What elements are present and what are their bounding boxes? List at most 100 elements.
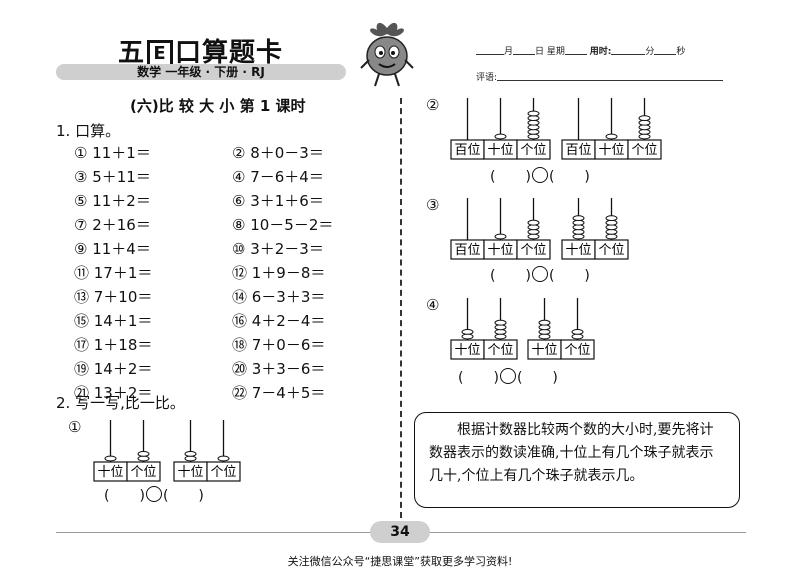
- equation: ⑪ 17＋1＝: [74, 264, 153, 282]
- abacus-bead: [572, 224, 585, 231]
- abacus-label: 十位: [97, 465, 123, 480]
- abacus-bead: [527, 229, 540, 235]
- abacus-1b: 十位个位: [173, 420, 241, 482]
- abacus-label: 个位: [631, 143, 657, 158]
- abacus-bead: [494, 333, 507, 340]
- compare-circle-4[interactable]: [499, 368, 516, 384]
- comment-line: 评语:: [476, 70, 724, 83]
- equation: ⑨ 11＋4＝: [74, 240, 151, 258]
- abacus-bead: [638, 115, 651, 122]
- abacus-bead: [538, 329, 551, 335]
- abacus-bead: [527, 110, 540, 117]
- brand-e-logo: E: [147, 40, 174, 68]
- abacus-bead: [527, 233, 540, 240]
- equation: ⑯ 4＋2－4＝: [232, 312, 326, 330]
- abacus-bead: [527, 219, 540, 226]
- equation: ⑧ 10－5－2＝: [232, 216, 334, 234]
- compare-circle-3[interactable]: [531, 266, 548, 282]
- abacus-bead: [527, 133, 540, 140]
- abacus-bead: [217, 455, 230, 462]
- compare-1: ()(): [104, 486, 204, 504]
- subtitle-bar: [56, 64, 346, 80]
- footnote: 关注微信公众号“捷思课堂”获取更多学习资料!: [287, 555, 513, 568]
- abacus-label: 个位: [210, 465, 236, 480]
- abacus-4b: 十位个位: [527, 298, 595, 360]
- equation: ⑫ 1＋9－8＝: [232, 264, 326, 282]
- abacus-cell: [594, 239, 629, 260]
- abacus-bead: [137, 455, 150, 462]
- abacus-bead: [605, 229, 618, 235]
- abacus-bead: [638, 119, 651, 126]
- abacus-cell: [206, 461, 241, 482]
- brand-post: 口算题卡: [175, 38, 284, 68]
- item-1-number: ①: [68, 418, 82, 436]
- abacus-2a: 百位十位个位: [450, 98, 551, 160]
- abacus-cell: [560, 339, 595, 360]
- abacus-label: 百位: [565, 143, 591, 158]
- abacus-label: 十位: [598, 143, 624, 158]
- abacus-bead: [494, 319, 507, 326]
- abacus-label: 十位: [177, 465, 203, 480]
- abacus-bead: [638, 133, 651, 140]
- abacus-bead: [137, 451, 150, 457]
- abacus-bead: [461, 333, 474, 340]
- abacus-bead: [572, 219, 585, 226]
- abacus-bead: [494, 329, 507, 335]
- abacus-3b: 十位个位: [561, 198, 629, 260]
- equation: ⑳ 3＋3－6＝: [232, 360, 326, 378]
- abacus-bead: [461, 329, 474, 335]
- item-2-number: ②: [426, 96, 440, 114]
- equation: ⑲ 14＋2＝: [74, 360, 153, 378]
- brand-pre: 五: [118, 38, 146, 68]
- abacus-bead: [571, 329, 584, 335]
- abacus-cell: [483, 339, 518, 360]
- abacus-label: 个位: [520, 243, 546, 258]
- compare-4: ()(): [458, 368, 558, 386]
- abacus-bead: [605, 219, 618, 226]
- equation: ㉑ 13＋2＝: [74, 384, 153, 402]
- abacus-label: 十位: [531, 343, 557, 358]
- abacus-label: 百位: [454, 143, 480, 158]
- abacus-cell: [516, 139, 551, 160]
- abacus-cell: [627, 139, 662, 160]
- equation: ⑭ 6－3＋3＝: [232, 288, 326, 306]
- item-4-number: ④: [426, 296, 440, 314]
- abacus-bead: [494, 233, 507, 240]
- compare-circle-2[interactable]: [531, 167, 548, 183]
- equation: ⑬ 7＋10＝: [74, 288, 153, 306]
- abacus-bead: [572, 229, 585, 235]
- abacus-bead: [104, 455, 117, 462]
- abacus-bead: [605, 233, 618, 240]
- abacus-bead: [184, 451, 197, 457]
- abacus-bead: [538, 333, 551, 340]
- equation: ⑮ 14＋1＝: [74, 312, 153, 330]
- abacus-label: 百位: [454, 243, 480, 258]
- abacus-bead: [638, 129, 651, 135]
- equation: ㉒ 7－4＋5＝: [232, 384, 326, 402]
- equation: ⑤ 11＋2＝: [74, 192, 151, 210]
- compare-circle-1[interactable]: [145, 486, 162, 502]
- abacus-bead: [527, 224, 540, 231]
- column-divider: [400, 98, 402, 518]
- abacus-4a: 十位个位: [450, 298, 518, 360]
- equation: ③ 5＋11＝: [74, 168, 151, 186]
- abacus-bead: [494, 133, 507, 140]
- abacus-bead: [538, 324, 551, 331]
- abacus-bead: [605, 215, 618, 222]
- abacus-bead: [571, 333, 584, 340]
- item-3-number: ③: [426, 196, 440, 214]
- abacus-2b: 百位十位个位: [561, 98, 662, 160]
- equation: ⑥ 3＋1＋6＝: [232, 192, 324, 210]
- equation: ⑰ 1＋18＝: [74, 336, 153, 354]
- abacus-label: 个位: [130, 465, 156, 480]
- compare-3: ()(): [490, 266, 590, 284]
- abacus-cell: [126, 461, 161, 482]
- abacus-label: 个位: [520, 143, 546, 158]
- section-2-label: 2. 写一写,比一比。: [56, 394, 185, 412]
- abacus-cell: [516, 239, 551, 260]
- abacus-bead: [605, 133, 618, 140]
- abacus-bead: [605, 224, 618, 231]
- abacus-bead: [527, 129, 540, 135]
- abacus-label: 个位: [564, 343, 590, 358]
